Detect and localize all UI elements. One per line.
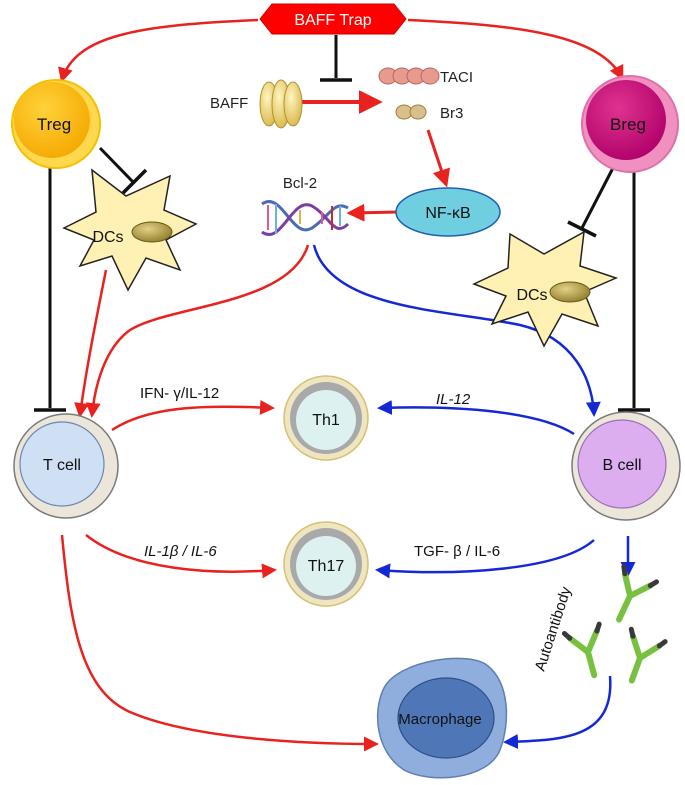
bcell-to-th1-arrow [377,400,575,436]
th1-node: Th1 [283,375,369,461]
antibody-icon-1 [616,564,659,623]
nfkb-to-bcl2-arrow [346,203,399,222]
dcs-to-tcell-arrow [74,269,108,418]
treg-inhibits-dcs [98,146,148,198]
macrophage-label: Macrophage [398,711,481,728]
dcs-right-node: DCs [472,230,619,348]
il1b-il6-label: IL-1β / IL-6 [144,543,217,560]
ifn-il12-label: IFN- γ/IL-12 [140,385,219,402]
tcell-to-th1-arrow [111,399,275,432]
baff-ligand: BAFF [210,79,303,129]
bcl2-to-tcell-arrow [85,244,310,418]
baff-label: BAFF [210,95,248,112]
th17-label: Th17 [308,558,345,575]
dcs-left-node: DCs [62,168,198,292]
tcell-to-macrophage-arrow [60,534,379,752]
receptor-to-nfkb-arrow [426,129,450,188]
bcell-label: B cell [602,457,641,474]
tcell-to-th17-arrow [85,534,277,579]
baff-trap-label: BAFF Trap [294,12,371,29]
macrophage-node: Macrophage [376,657,508,779]
br3-label: Br3 [440,105,463,122]
dcs-left-label: DCs [92,229,123,246]
bcell-to-th17-arrow [375,539,595,579]
taci-label: TACI [440,69,473,86]
th1-label: Th1 [312,412,340,429]
bcell-node: B cell [571,411,681,521]
tcell-node: T cell [13,413,119,519]
breg-node: Breg [581,75,679,173]
br3-receptor: Br3 [395,104,463,122]
autoantibody-to-macrophage-arrow [503,675,612,750]
breg-label: Breg [610,115,646,134]
trap-inhibition [320,35,352,82]
th17-node: Th17 [283,521,369,607]
trap-to-breg-arrow [407,18,624,81]
baff-trap-node: BAFF Trap [259,3,407,35]
antibody-icon-2 [561,621,602,679]
treg-node: Treg [11,79,101,169]
taci-icon [378,67,440,85]
baff-trimer-icon [259,79,303,129]
autoantibody-group: Autoantibody [532,564,668,684]
bcl2-node: Bcl-2 [261,175,350,236]
bcl2-label: Bcl-2 [283,175,317,192]
dna-helix-icon [261,200,350,236]
autoantibody-label: Autoantibody [532,584,575,673]
br3-icon [395,104,427,120]
trap-to-treg-arrow [58,18,259,83]
treg-label: Treg [37,115,71,134]
nfkb-node: NF-κB [395,187,501,237]
nfkb-label: NF-κB [425,205,470,222]
dcs-right-label: DCs [516,287,547,304]
tgfb-il6-label: TGF- β / IL-6 [414,543,500,560]
breg-inhibits-dcs [567,165,616,238]
antibody-icon-3 [628,626,668,684]
breg-inhibits-bcell [618,168,650,412]
treg-inhibits-tcell [34,160,66,412]
dendritic-cell-left-icon [62,168,198,292]
tcell-label: T cell [43,457,81,474]
taci-receptor: TACI [378,67,473,86]
dendritic-cell-right-icon [472,230,619,348]
il12-label: IL-12 [436,391,471,408]
